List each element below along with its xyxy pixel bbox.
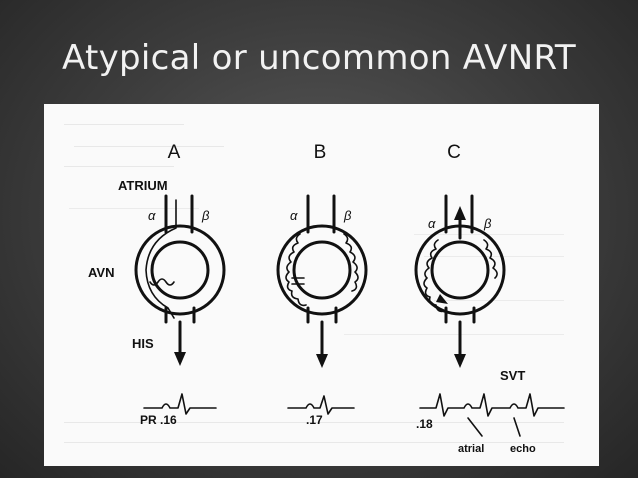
diagram-figure: A B C ATRIUM AVN HIS α β PR .16 xyxy=(44,104,599,466)
atrium-label: ATRIUM xyxy=(118,178,168,193)
panel-c-letter: C xyxy=(447,142,461,163)
atrial-label: atrial xyxy=(458,443,484,455)
svt-label: SVT xyxy=(500,368,525,383)
panel-a-schematic xyxy=(134,194,226,415)
slide-title: Atypical or uncommon AVNRT xyxy=(62,38,576,78)
panel-c-interval: .18 xyxy=(416,417,433,431)
panel-b-alpha: α xyxy=(290,208,298,223)
panel-a-alpha: α xyxy=(148,208,156,223)
panel-b-interval: .17 xyxy=(306,413,323,427)
panel-a-interval: PR .16 xyxy=(140,413,177,427)
panel-c-beta: β xyxy=(483,216,492,231)
panel-a-letter: A xyxy=(168,142,181,163)
panel-c-alpha: α xyxy=(428,216,436,231)
his-label: HIS xyxy=(132,336,154,351)
panel-a-beta: β xyxy=(201,208,210,223)
echo-label: echo xyxy=(510,443,536,455)
panel-c-schematic xyxy=(414,194,565,437)
avnrt-diagram: A B C ATRIUM AVN HIS α β PR .16 xyxy=(64,124,565,455)
panel-b-schematic xyxy=(276,194,368,415)
panel-b-beta: β xyxy=(343,208,352,223)
avn-label: AVN xyxy=(88,265,114,280)
scanned-background-texture xyxy=(64,124,564,443)
panel-b-letter: B xyxy=(314,142,327,163)
